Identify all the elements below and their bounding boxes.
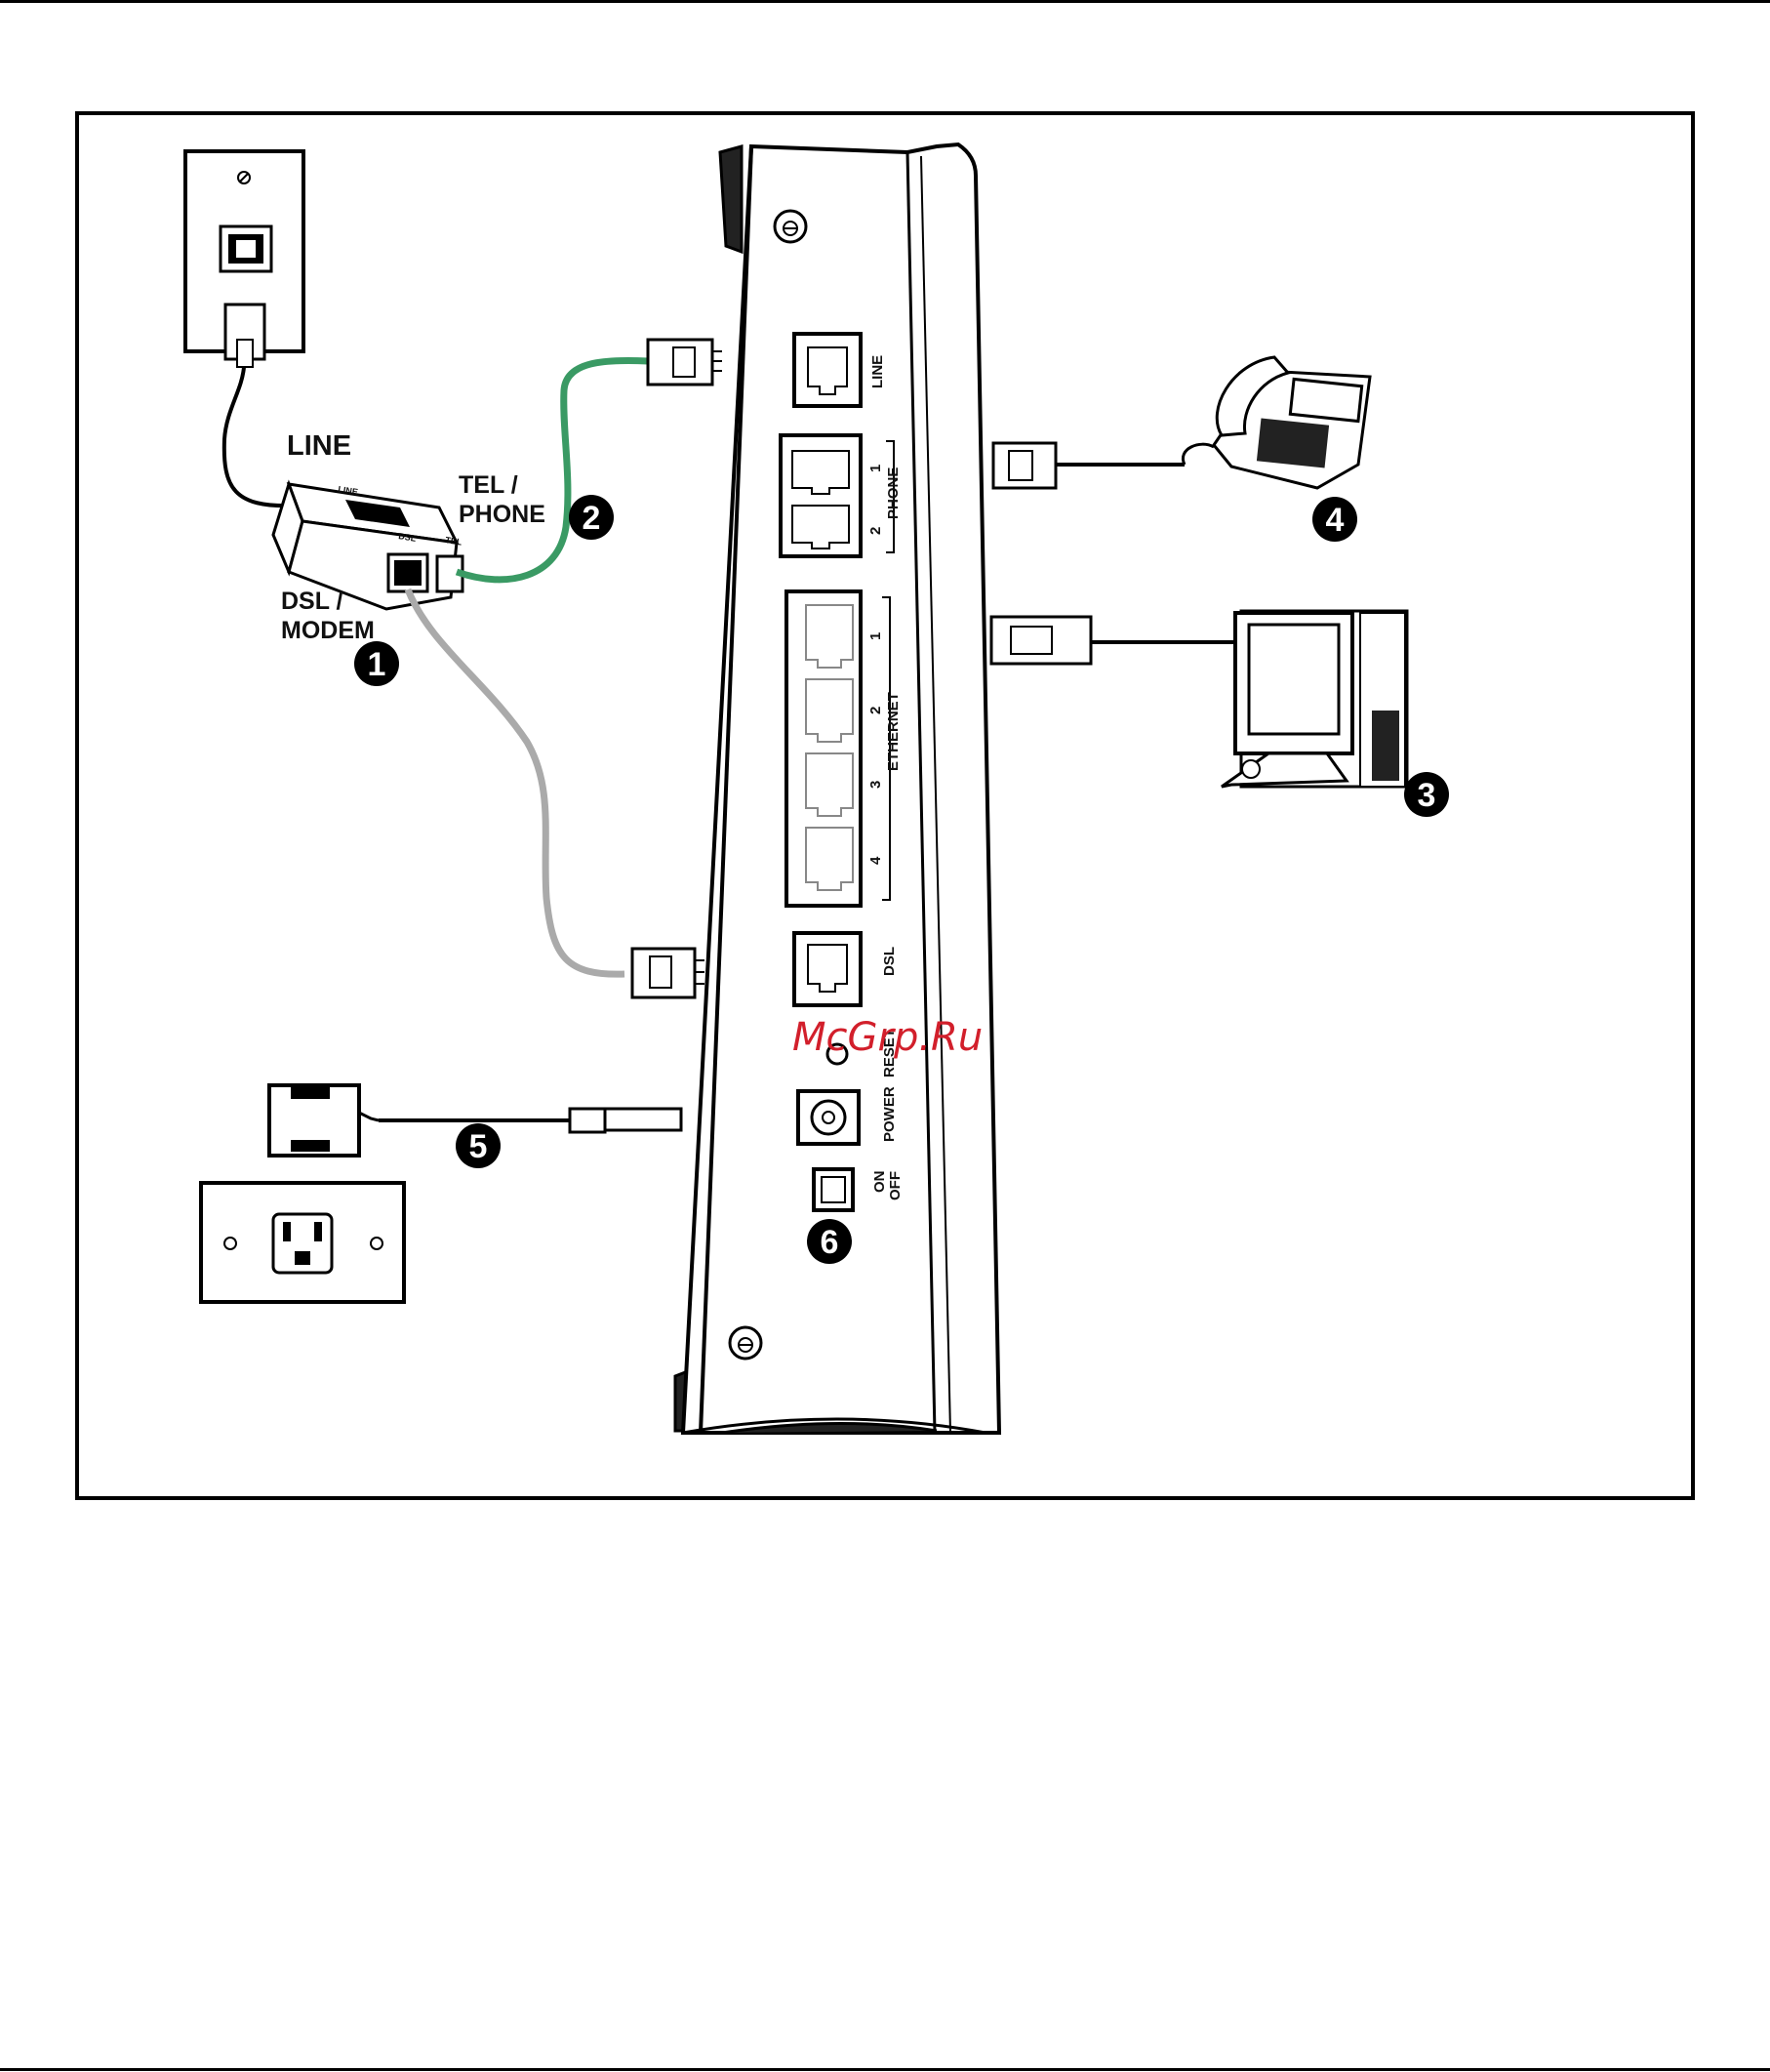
dsl-modem-label-line2: MODEM — [281, 617, 375, 644]
line-label: LINE — [287, 430, 351, 462]
svg-text:6: 6 — [821, 1224, 839, 1261]
badge-5: 5 — [456, 1123, 501, 1168]
svg-text:5: 5 — [469, 1128, 488, 1165]
wall-power-outlet — [201, 1183, 404, 1302]
badge-2: 2 — [569, 495, 614, 540]
svg-text:3: 3 — [1418, 777, 1436, 814]
dsl-modem-label-line1: DSL / — [281, 588, 342, 615]
port-label-phone: PHONE — [885, 467, 902, 519]
svg-text:2: 2 — [583, 500, 601, 537]
port-label-eth-2: 2 — [867, 707, 884, 714]
tel-phone-label-line2: PHONE — [459, 501, 545, 528]
port-label-power: POWER — [881, 1086, 898, 1142]
port-label-line: LINE — [869, 355, 886, 388]
svg-text:1: 1 — [368, 646, 386, 683]
bottom-rule — [0, 2068, 1770, 2071]
port-label-phone-2: 2 — [867, 527, 884, 535]
dsl-port-plug — [632, 949, 704, 997]
port-label-on: ON — [871, 1171, 888, 1194]
port-label-eth-1: 1 — [867, 632, 884, 640]
port-label-ethernet: ETHERNET — [885, 692, 902, 771]
tel-phone-label-line1: TEL / — [459, 471, 518, 499]
port-label-eth-3: 3 — [867, 781, 884, 789]
badge-3: 3 — [1404, 772, 1449, 817]
svg-text:4: 4 — [1326, 502, 1345, 539]
badge-4: 4 — [1312, 497, 1357, 542]
watermark: McGrp.Ru — [792, 1015, 983, 1060]
badge-6: 6 — [807, 1219, 852, 1264]
port-label-off: OFF — [887, 1171, 904, 1200]
badge-1: 1 — [354, 641, 399, 686]
port-label-phone-1: 1 — [867, 465, 884, 472]
wall-phone-jack — [185, 151, 303, 367]
port-label-dsl: DSL — [881, 947, 898, 976]
port-label-eth-4: 4 — [867, 856, 884, 865]
line-port-plug — [648, 340, 722, 385]
